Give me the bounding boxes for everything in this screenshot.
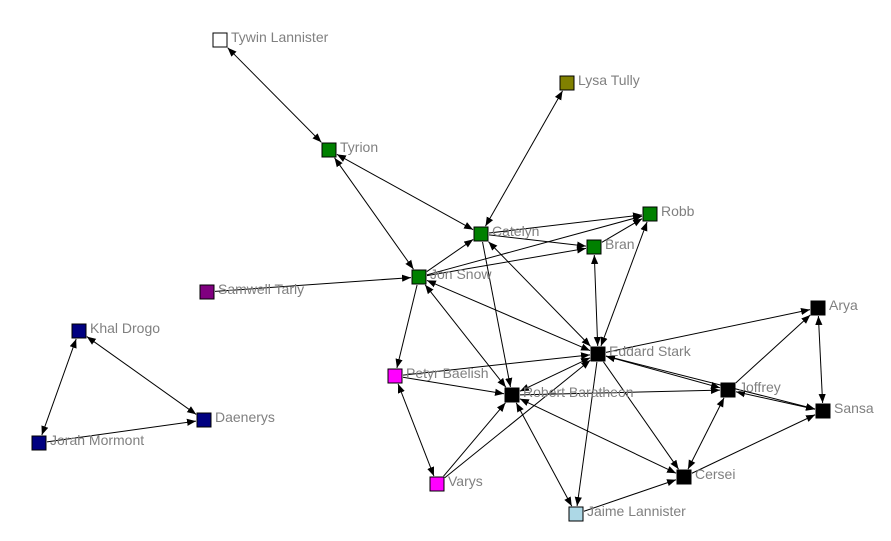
node-bran[interactable]: Bran [586, 236, 635, 255]
edge-jon-eddard [426, 279, 591, 352]
node-jon[interactable]: Jon Snow [411, 266, 492, 285]
edge-eddard-joffrey [605, 355, 721, 389]
node-varys[interactable]: Varys [429, 473, 483, 492]
edge-arya-sansa [815, 315, 826, 404]
node-label: Bran [605, 236, 635, 252]
node-catelyn[interactable]: Catelyn [473, 223, 539, 242]
node-label: Varys [448, 473, 483, 489]
edge-jon-petyr [395, 284, 418, 369]
node-label: Robb [661, 203, 695, 219]
edge-petyr-robert [402, 376, 505, 396]
edge-robert-eddard [519, 357, 591, 392]
edge-robb-eddard [600, 221, 648, 347]
node-label: Robert Baratheon [523, 384, 634, 400]
node-robb[interactable]: Robb [642, 203, 695, 222]
edge-jon-bran [426, 246, 587, 277]
edge-varys-robert [443, 402, 506, 477]
edge-robert-jaime [515, 402, 573, 507]
node-box[interactable] [429, 476, 445, 492]
node-cersei[interactable]: Cersei [676, 466, 735, 485]
node-box[interactable] [196, 412, 212, 428]
node-robert[interactable]: Robert Baratheon [504, 384, 634, 403]
node-label: Lysa Tully [578, 72, 640, 88]
edges-layer [41, 47, 826, 512]
edge-lysa-catelyn [485, 90, 563, 227]
node-daenerys[interactable]: Daenerys [196, 409, 275, 428]
node-label: Petyr Baelish [406, 365, 488, 381]
edge-catelyn-eddard [488, 241, 591, 347]
edge-joffrey-sansa [735, 390, 816, 411]
edge-joffrey-cersei [687, 397, 725, 470]
edge-tyrion-catelyn [336, 153, 474, 231]
edge-eddard-sansa [605, 355, 816, 411]
node-box[interactable] [411, 269, 427, 285]
edge-tyrion-jon [334, 157, 414, 270]
edge-varys-eddard [444, 359, 591, 479]
node-label: Eddard Stark [609, 343, 692, 359]
node-samwell[interactable]: Samwell Tarly [199, 281, 304, 300]
node-tywin[interactable]: Tywin Lannister [212, 29, 329, 48]
node-box[interactable] [586, 239, 602, 255]
node-box[interactable] [815, 403, 831, 419]
edge-tywin-tyrion [227, 47, 322, 143]
node-label: Tywin Lannister [231, 29, 329, 45]
edge-jorah-daenerys [46, 418, 197, 443]
node-box[interactable] [473, 226, 489, 242]
node-eddard[interactable]: Eddard Stark [590, 343, 692, 362]
node-box[interactable] [212, 32, 228, 48]
node-label: Joffrey [739, 379, 781, 395]
node-khal[interactable]: Khal Drogo [71, 320, 160, 339]
node-box[interactable] [568, 506, 584, 522]
node-box[interactable] [642, 206, 658, 222]
edge-bran-eddard [591, 254, 601, 347]
node-label: Jon Snow [430, 266, 492, 282]
edge-cersei-sansa [691, 414, 816, 474]
node-box[interactable] [71, 323, 87, 339]
node-joffrey[interactable]: Joffrey [720, 379, 781, 398]
node-label: Jaime Lannister [587, 503, 686, 519]
node-label: Daenerys [215, 409, 275, 425]
node-label: Cersei [695, 466, 735, 482]
edge-joffrey-arya [735, 314, 811, 384]
edge-jaime-cersei [583, 479, 677, 512]
node-arya[interactable]: Arya [810, 297, 858, 316]
node-box[interactable] [321, 142, 337, 158]
node-label: Tyrion [340, 139, 378, 155]
node-sansa[interactable]: Sansa [815, 400, 874, 419]
edge-samwell-jon [214, 274, 412, 292]
node-petyr[interactable]: Petyr Baelish [387, 365, 488, 384]
node-box[interactable] [676, 469, 692, 485]
node-jaime[interactable]: Jaime Lannister [568, 503, 686, 522]
node-jorah[interactable]: Jorah Mormont [31, 432, 144, 451]
node-box[interactable] [559, 75, 575, 91]
edge-catelyn-robb [488, 212, 643, 234]
node-box[interactable] [720, 382, 736, 398]
node-label: Arya [829, 297, 858, 313]
node-box[interactable] [810, 300, 826, 316]
node-lysa[interactable]: Lysa Tully [559, 72, 640, 91]
node-box[interactable] [590, 346, 606, 362]
edge-robert-joffrey [519, 386, 721, 396]
edge-eddard-cersei [603, 361, 679, 470]
node-box[interactable] [31, 435, 47, 451]
node-label: Khal Drogo [90, 320, 160, 336]
edge-jorah-khal [41, 338, 77, 436]
node-box[interactable] [504, 387, 520, 403]
node-box[interactable] [199, 284, 215, 300]
edge-petyr-eddard [402, 352, 591, 376]
node-label: Sansa [834, 400, 874, 416]
edge-petyr-varys [397, 383, 435, 477]
node-label: Catelyn [492, 223, 539, 239]
node-tyrion[interactable]: Tyrion [321, 139, 378, 158]
edge-eddard-arya [605, 307, 811, 353]
edge-jon-catelyn [426, 239, 474, 272]
node-box[interactable] [387, 368, 403, 384]
node-label: Samwell Tarly [218, 281, 304, 297]
edge-robert-cersei [519, 398, 677, 474]
node-label: Jorah Mormont [50, 432, 144, 448]
edge-jon-robert [424, 284, 507, 388]
edge-khal-daenerys [86, 336, 197, 415]
